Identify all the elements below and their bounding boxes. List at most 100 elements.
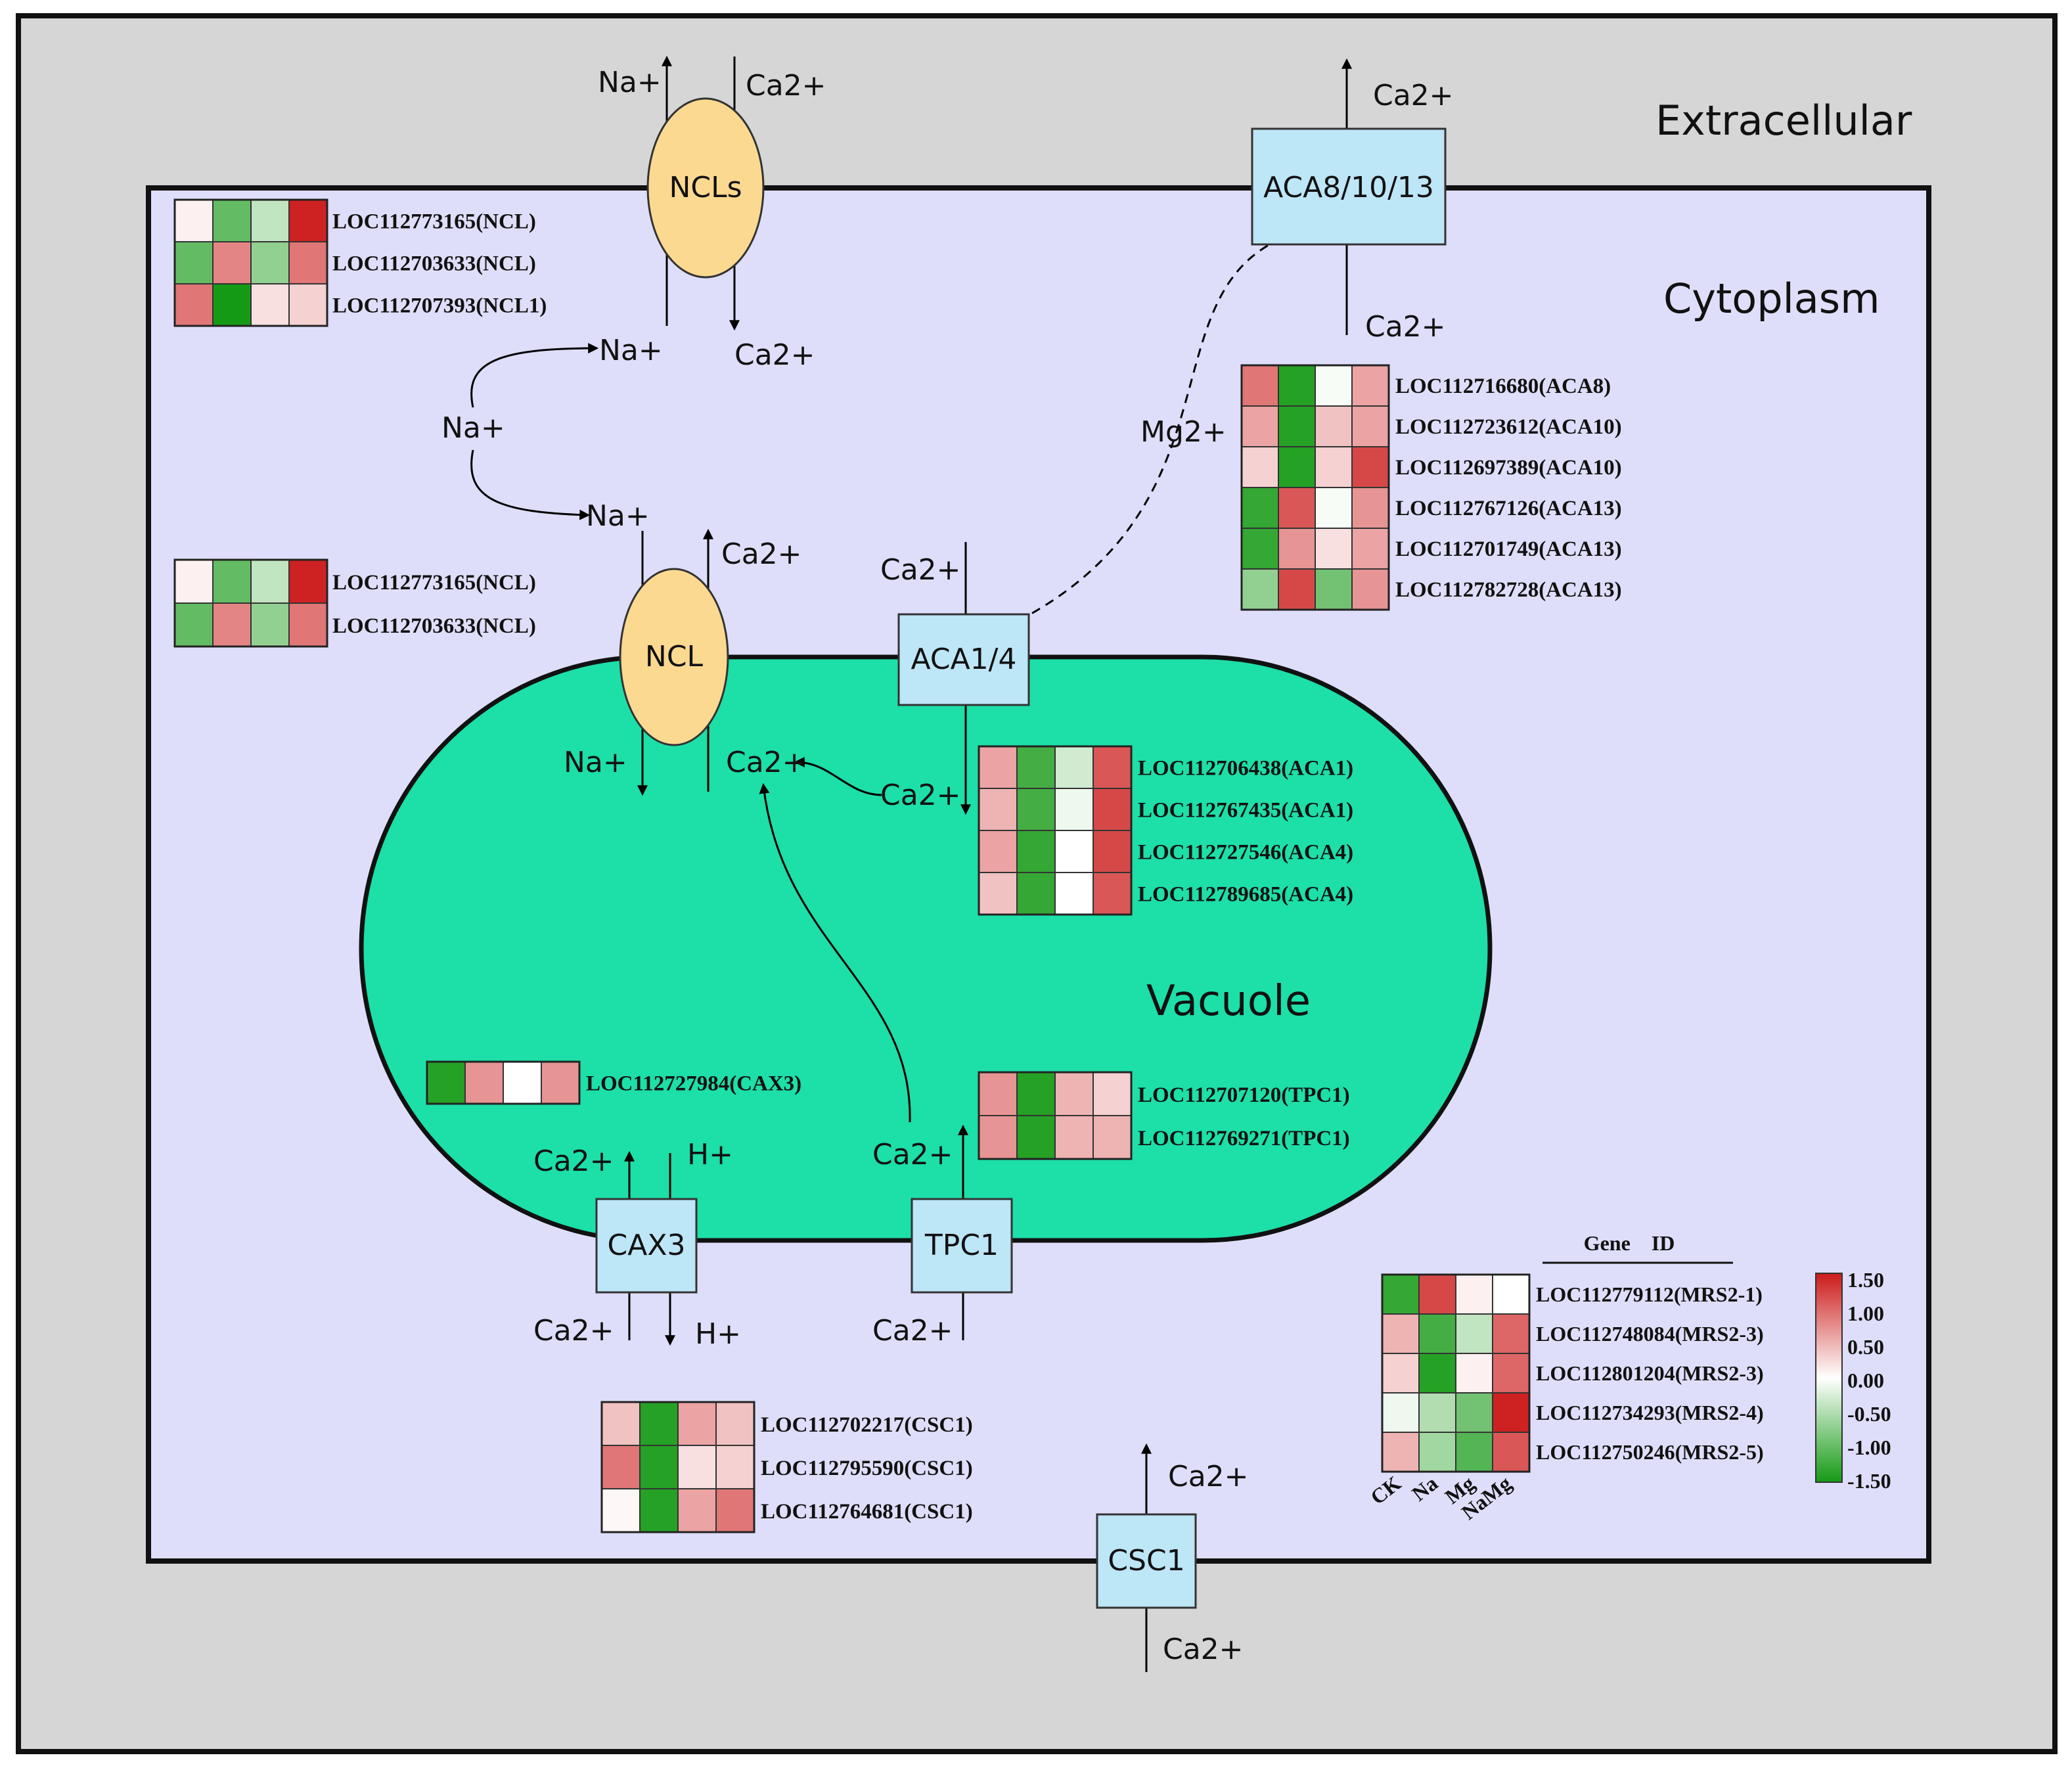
- ncls-heatmap-cell: [288, 283, 328, 327]
- aca14-heatmap-cell: [1016, 830, 1056, 873]
- csc1-heatmap-cell: [601, 1488, 641, 1533]
- aca81013-pump: ACA8/10/13: [1251, 127, 1447, 246]
- ncls-heatmap-cell: [212, 283, 252, 327]
- aca14-heatmap-cell: [1054, 746, 1094, 789]
- color-scale-tick-label: 1.50: [1847, 1268, 1884, 1292]
- ion-ca-tpc1-bottom: Ca2+: [872, 1314, 953, 1348]
- aca81013-heatmap-cell: [1278, 446, 1316, 488]
- mrs2-heatmap-cell: [1492, 1353, 1530, 1394]
- aca81013-heatmap-cell: [1241, 487, 1279, 529]
- cax3-heatmap-border: [426, 1060, 581, 1105]
- mrs2-heatmap-cell: [1418, 1353, 1456, 1394]
- ncl-channel: NCL: [619, 568, 729, 746]
- tpc1-heatmap-cell: [978, 1115, 1018, 1160]
- ncl-heatmap: LOC112773165(NCL)LOC112703633(NCL): [173, 558, 536, 648]
- ncls-heatmap-cell: [174, 199, 214, 242]
- ncls-gene-label: LOC112703633(NCL): [332, 252, 536, 276]
- ncl-heatmap-cell: [250, 559, 290, 604]
- color-scale-tick-label: -1.00: [1847, 1436, 1891, 1459]
- ncl-heatmap-cell: [250, 602, 290, 647]
- mrs2-heatmap-cell: [1382, 1353, 1420, 1394]
- csc1-heatmap-border: [600, 1401, 755, 1533]
- aca81013-heatmap-cell: [1315, 528, 1353, 570]
- csc1-heatmap-cell: [715, 1488, 755, 1533]
- ncls-heatmap-cell: [174, 283, 214, 327]
- cax3-exchanger: CAX3: [595, 1198, 698, 1294]
- aca81013-heatmap-cell: [1278, 568, 1316, 610]
- csc1-heatmap-cell: [715, 1401, 755, 1446]
- ncls-heatmap-border: [173, 198, 328, 327]
- extracellular-label: Extracellular: [1655, 97, 1912, 145]
- svg-text:CAX3: CAX3: [608, 1229, 686, 1262]
- aca14-gene-label: LOC112767435(ACA1): [1138, 799, 1353, 823]
- tpc1-heatmap-cell: [1092, 1115, 1132, 1160]
- ncls-heatmap-cell: [250, 241, 290, 284]
- cax3-heatmap: LOC112727984(CAX3): [426, 1060, 801, 1105]
- aca14-heatmap-cell: [978, 746, 1018, 789]
- csc1-heatmap-cell: [715, 1445, 755, 1489]
- cax3-heatmap-cell: [464, 1061, 504, 1104]
- cytoplasm-label: Cytoplasm: [1663, 275, 1880, 323]
- ion-ca-aca14-bottom: Ca2+: [880, 779, 961, 812]
- ion-ca-ncl-top: Ca2+: [721, 537, 802, 571]
- mrs2-gene-label: LOC112750246(MRS2-5): [1536, 1440, 1764, 1464]
- svg-text:ACA8/10/13: ACA8/10/13: [1263, 171, 1434, 204]
- tpc1-heatmap: LOC112707120(TPC1)LOC112769271(TPC1): [978, 1071, 1350, 1160]
- tpc1-heatmap-cell: [978, 1072, 1018, 1116]
- ncl-gene-label: LOC112703633(NCL): [332, 614, 536, 638]
- mrs2-heatmap-cell: [1455, 1353, 1493, 1394]
- aca14-heatmap-cell: [1016, 872, 1056, 915]
- mrs2-heatmap-cell: [1418, 1274, 1456, 1315]
- aca81013-heatmap-cell: [1241, 528, 1279, 570]
- color-scale-bar: [1815, 1273, 1843, 1483]
- ion-ca-ncls-bottom: Ca2+: [734, 338, 815, 372]
- mrs2-heatmap-cell: [1418, 1313, 1456, 1354]
- mrs2-heatmap-cell: [1455, 1313, 1493, 1354]
- aca81013-heatmap-cell: [1315, 568, 1353, 610]
- ncls-heatmap-cell: [212, 241, 252, 284]
- aca14-heatmap-cell: [978, 830, 1018, 873]
- ion-ca-aca81013-top: Ca2+: [1373, 79, 1454, 112]
- ncls-heatmap-cell: [288, 199, 328, 242]
- aca81013-heatmap-cell: [1351, 528, 1389, 570]
- aca81013-gene-label: LOC112782728(ACA13): [1395, 578, 1622, 602]
- ion-h-cax3-top: H+: [687, 1138, 733, 1171]
- csc1-heatmap-cell: [639, 1401, 679, 1446]
- aca14-heatmap-cell: [978, 872, 1018, 915]
- ncls-heatmap-cell: [288, 241, 328, 284]
- cax3-heatmap-cell: [541, 1061, 580, 1104]
- mrs2-heatmap-cell: [1382, 1313, 1420, 1354]
- cax3-heatmap-cell: [426, 1061, 466, 1104]
- aca81013-gene-label: LOC112697389(ACA10): [1395, 456, 1622, 480]
- csc1-heatmap-cell: [639, 1445, 679, 1489]
- aca14-gene-label: LOC112727546(ACA4): [1138, 841, 1353, 865]
- svg-text:CSC1: CSC1: [1108, 1544, 1184, 1577]
- mrs2-heatmap-cell: [1492, 1274, 1530, 1315]
- tpc1-heatmap-cell: [1016, 1115, 1056, 1160]
- aca14-heatmap-cell: [1092, 746, 1132, 789]
- aca81013-heatmap-cell: [1351, 487, 1389, 529]
- aca14-heatmap-border: [978, 745, 1133, 916]
- aca81013-heatmap-cell: [1278, 405, 1316, 447]
- color-scale-legend: Gene ID 1.501.000.500.00-0.50-1.00-1.50 …: [1366, 1231, 1891, 1524]
- ncl-heatmap-border: [173, 558, 328, 648]
- tpc1-heatmap-cell: [1016, 1072, 1056, 1116]
- aca14-pump: ACA1/4: [897, 613, 1030, 706]
- aca81013-heatmap-cell: [1278, 528, 1316, 570]
- csc1-channel: CSC1: [1096, 1513, 1197, 1609]
- mrs2-heatmap-cell: [1382, 1432, 1420, 1472]
- aca81013-heatmap-cell: [1315, 446, 1353, 488]
- mrs2-heatmap-cell: [1492, 1392, 1530, 1433]
- mrs2-heatmap-border: [1381, 1273, 1531, 1473]
- mrs2-heatmap-cell: [1455, 1274, 1493, 1315]
- ion-ca-csc1-top: Ca2+: [1168, 1460, 1249, 1493]
- aca14-heatmap: LOC112706438(ACA1)LOC112767435(ACA1)LOC1…: [978, 745, 1353, 916]
- ion-na-ncl-top: Na+: [586, 499, 650, 533]
- csc1-gene-label: LOC112764681(CSC1): [761, 1500, 973, 1524]
- tpc1-heatmap-cell: [1054, 1115, 1094, 1160]
- cax3-gene-label: LOC112727984(CAX3): [586, 1072, 801, 1096]
- aca81013-heatmap-cell: [1315, 365, 1353, 407]
- aca14-heatmap-cell: [1092, 872, 1132, 915]
- tpc1-channel: TPC1: [911, 1198, 1013, 1294]
